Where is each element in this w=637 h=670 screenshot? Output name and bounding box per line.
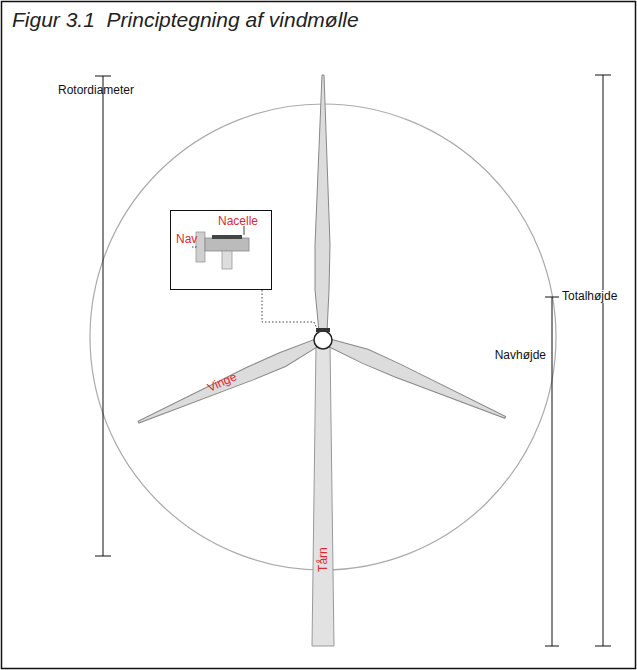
part-name: Nav (176, 233, 197, 246)
nacelle-icon (192, 226, 249, 269)
figure-title: Figur 3.1 Principtegning af vindmølle (12, 8, 359, 31)
hub-circle (314, 331, 332, 349)
dimension-label: Rotordiameter (58, 84, 134, 97)
blade-shape (136, 338, 319, 431)
part-name: Nacelle (218, 215, 258, 228)
tower-shape (312, 344, 334, 646)
dimension-label: Navhøjde (495, 349, 546, 362)
inset-ground (170, 210, 272, 290)
inset-box: NacelleNav (170, 210, 272, 290)
dimension-label: Totalhøjde (560, 290, 619, 303)
nacelle-top (316, 328, 330, 332)
blade-shape (328, 335, 509, 423)
part-name: Tårn (316, 548, 329, 573)
dimension-brackets (95, 75, 611, 646)
leader-line (262, 290, 318, 331)
blade-shape (315, 75, 330, 332)
